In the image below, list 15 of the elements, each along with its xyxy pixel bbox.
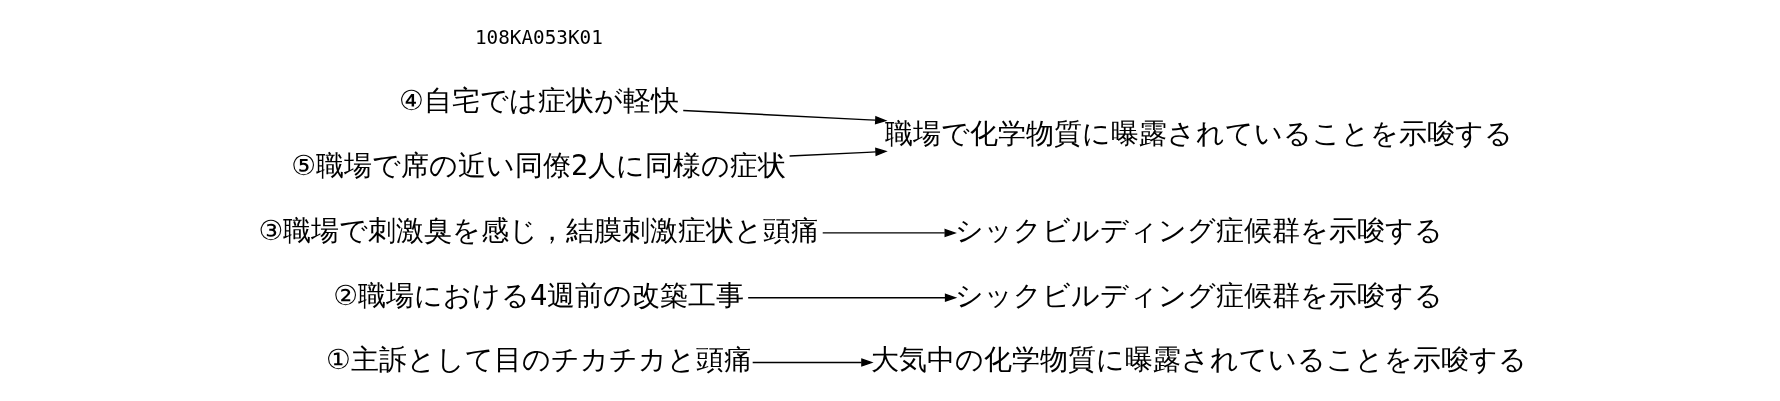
arrow xyxy=(751,358,874,367)
node-text: 大気中の化学物質に曝露されていることを示唆する xyxy=(870,343,1527,377)
node-text: シックビルディング症候群を示唆する xyxy=(954,278,1443,312)
node-text: ③職場で刺激臭を感じ，結膜刺激症状と頭痛 xyxy=(258,213,819,247)
node-text: ④自宅では症状が軽快 xyxy=(398,84,679,118)
arrow xyxy=(788,147,888,157)
node-text: ⑤職場で席の近い同僚2人に同様の症状 xyxy=(290,148,786,182)
node-text: シックビルディング症候群を示唆する xyxy=(954,213,1443,247)
node-text: ②職場における4週前の改築工事 xyxy=(332,278,744,312)
node-text: 職場で化学物質に曝露されていることを示唆する xyxy=(884,117,1513,151)
node-text: ①主訴として目のチカチカと頭痛 xyxy=(325,343,752,377)
arrow xyxy=(821,228,957,238)
label: 108KA053K01 xyxy=(474,25,603,49)
arrow xyxy=(682,109,887,125)
arrow xyxy=(746,293,957,303)
